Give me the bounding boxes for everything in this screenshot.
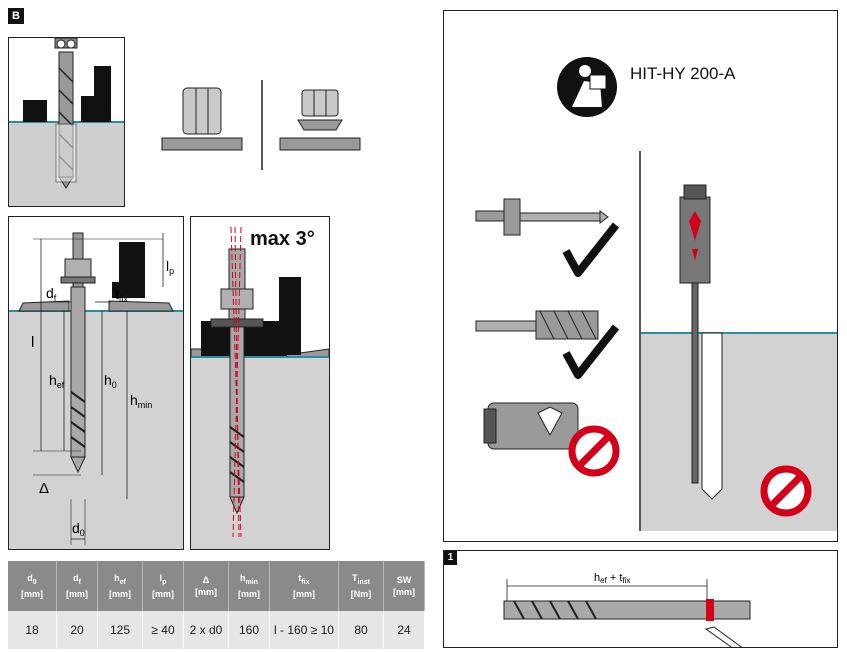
table-cell: 18 xyxy=(8,611,57,649)
drilling-illustration xyxy=(9,38,124,206)
table-header-cell: Tinst[Nm] xyxy=(338,561,384,611)
panel-max-angle xyxy=(190,216,330,550)
nut-large-washer xyxy=(161,87,243,151)
dim-hmin: hmin xyxy=(130,392,152,410)
hammer-drill-icon xyxy=(475,198,609,236)
angle-tolerance-drawing xyxy=(191,226,329,549)
table-cell: 24 xyxy=(383,611,425,649)
table-header-cell: Δ[mm] xyxy=(183,561,229,611)
dim-l: l xyxy=(31,334,34,351)
dim-h0: h0 xyxy=(104,372,117,390)
drill-bit-icon xyxy=(475,310,599,340)
spec-table: d0[mm]df[mm]hef[mm]lp[mm]Δ[mm]hmin[mm]tf… xyxy=(8,561,425,649)
read-instructions-icon xyxy=(557,57,617,117)
dim-hef: hef xyxy=(49,372,65,390)
nut-spherical-washer xyxy=(279,89,361,151)
table-header-cell: hef[mm] xyxy=(97,561,143,611)
panel-b-drilling xyxy=(8,37,125,207)
panel-drilling-methods xyxy=(443,10,838,542)
max-angle-label: max 3° xyxy=(250,228,315,250)
dim-d0: d0 xyxy=(72,520,85,538)
table-header-cell: d0[mm] xyxy=(8,561,57,611)
panel-b-dimensions: df tfix lp l hef h0 hmin Δ d0 xyxy=(8,216,184,550)
table-cell: 2 x d0 xyxy=(183,611,229,649)
check-icon xyxy=(562,324,620,379)
panel-step-1: hef + tfix xyxy=(443,550,838,648)
table-cell: 80 xyxy=(338,611,384,649)
check-icon xyxy=(562,222,620,277)
dim-lp: lp xyxy=(166,258,174,276)
dim-tfix: tfix xyxy=(115,286,128,304)
table-cell: 160 xyxy=(228,611,270,649)
table-cell: l - 160 ≥ 10 xyxy=(269,611,339,649)
product-title: HIT-HY 200-A xyxy=(630,64,736,83)
table-cell: ≥ 40 xyxy=(142,611,184,649)
table-header-cell: tfix[mm] xyxy=(269,561,339,611)
embedment-marking-drawing: hef + tfix xyxy=(503,572,751,647)
table-header-row: d0[mm]df[mm]hef[mm]lp[mm]Δ[mm]hmin[mm]tf… xyxy=(8,561,425,611)
table-header-cell: lp[mm] xyxy=(142,561,184,611)
diamond-core-drill-icon xyxy=(483,402,579,450)
table-header-cell: SW[mm] xyxy=(383,561,425,611)
prohibited-icon xyxy=(760,465,812,517)
anchor-dimension-drawing: df tfix lp l hef h0 hmin Δ d0 xyxy=(9,232,183,549)
table-header-cell: df[mm] xyxy=(56,561,98,611)
table-header-cell: hmin[mm] xyxy=(228,561,270,611)
dim-delta: Δ xyxy=(39,480,49,497)
embedment-label: hef + tfix xyxy=(594,572,630,585)
table-cell: 20 xyxy=(56,611,98,649)
drilling-methods-drawing xyxy=(475,57,837,531)
section-label-b: B xyxy=(8,8,24,24)
prohibited-icon xyxy=(568,425,620,477)
nut-washer-options xyxy=(161,80,361,170)
step-label-1: 1 xyxy=(444,551,457,565)
blow-pump-icon xyxy=(679,184,711,484)
dim-df: df xyxy=(46,285,57,303)
table-cell: 125 xyxy=(97,611,143,649)
